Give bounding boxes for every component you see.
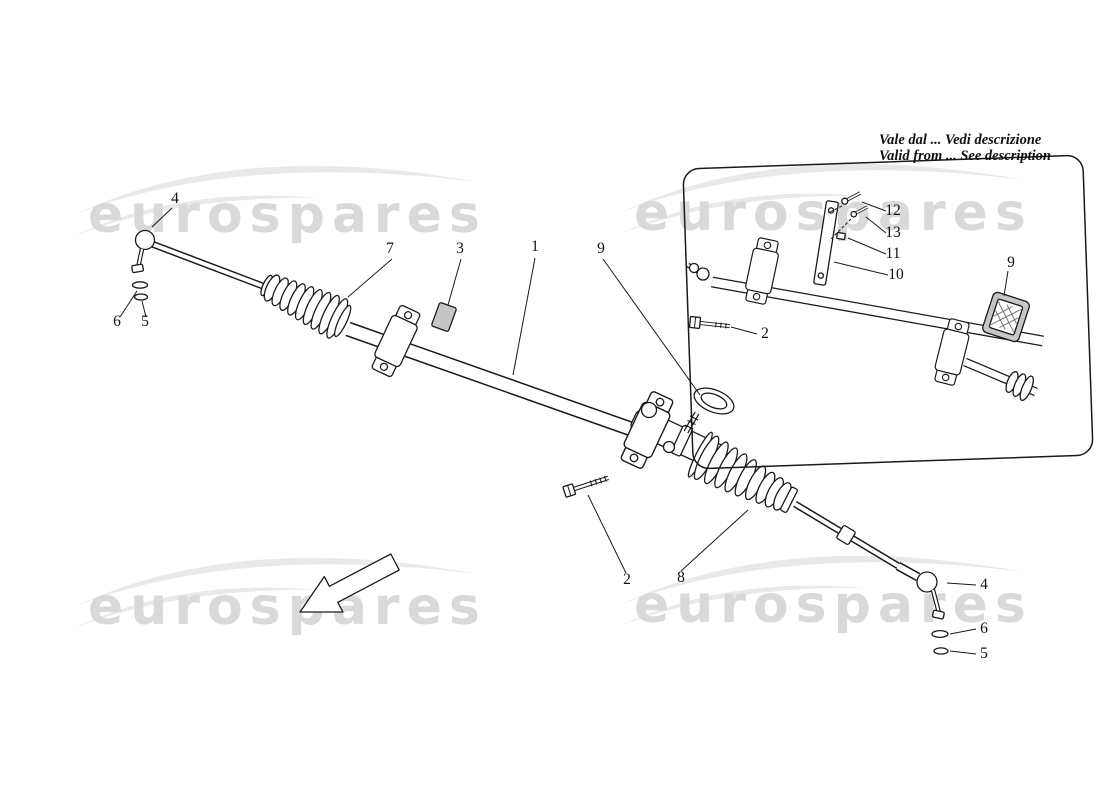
screw-13 [850,205,869,218]
callout-11: 11 [886,245,901,262]
adjuster-sleeve [836,525,856,545]
note-line-2: Valid from ... See description [879,148,1051,164]
washer-left-upper [131,281,149,289]
bolt-2 [562,475,609,498]
note-line-1: Vale dal ... Vedi descrizione [879,132,1042,148]
inset-boot [1005,371,1034,401]
watermark-top-left: eurospares [74,165,480,245]
callout-4-right: 4 [980,576,988,593]
boot-left [260,274,352,339]
boot-right [687,431,798,513]
callout-2: 2 [623,571,631,588]
plate-10 [813,200,839,286]
callout-12: 12 [885,202,901,219]
watermark-bottom-left: eurospares [74,557,487,637]
cover-9 [693,387,735,415]
callout-13: 13 [885,224,901,241]
fastener-11 [836,231,846,241]
swoosh [74,195,318,236]
washer-right-lower [933,647,949,655]
watermark-text: eurospares [88,577,487,637]
callout-3: 3 [456,240,464,257]
callout-9: 9 [597,240,605,257]
watermark-text: eurospares [634,575,1033,635]
swoosh [622,555,1024,604]
callout-10: 10 [888,266,904,283]
callout-5-right: 5 [980,645,988,662]
callout-8: 8 [677,569,685,586]
callout-9-inset: 9 [1007,254,1015,271]
leader-lines-inset [730,201,1009,335]
assembly-guide-dashes [827,205,852,240]
tie-rod-end-left [131,229,156,274]
callout-6-left: 6 [113,313,121,330]
watermark-bottom-right: eurospares [620,555,1033,635]
washer-right-upper [931,629,949,639]
leader-lines-main [119,207,977,655]
screw-12 [841,191,862,205]
swoosh [620,585,864,626]
inset-bolt-2 [688,315,731,330]
swoosh [74,587,318,628]
callout-5-left: 5 [141,313,149,330]
direction-arrow [299,553,400,613]
swoosh [622,163,1024,212]
pinion-boss [640,401,658,419]
callout-2-inset: 2 [761,325,769,342]
callout-7: 7 [386,240,394,257]
ball-socket [662,440,676,454]
steering-rack-assembly: 4 6 5 7 3 1 9 2 8 4 6 5 [113,190,988,662]
inset-shaft-joint [686,262,710,281]
swoosh [76,165,478,214]
washer-left-lower [133,293,149,301]
swoosh [620,193,864,234]
swoosh [76,557,478,606]
inset-panel: Vale dal ... Vedi descrizione Valid from… [682,132,1094,470]
tie-rod-end-right [895,562,945,620]
callout-1: 1 [531,238,539,255]
inset-panel-border [682,154,1094,470]
inset-bracket-right [931,317,973,387]
callout-4-left: 4 [171,190,179,207]
pad-3 [431,302,457,332]
inset-pad-9 [982,291,1030,343]
callout-6-right: 6 [980,620,988,637]
